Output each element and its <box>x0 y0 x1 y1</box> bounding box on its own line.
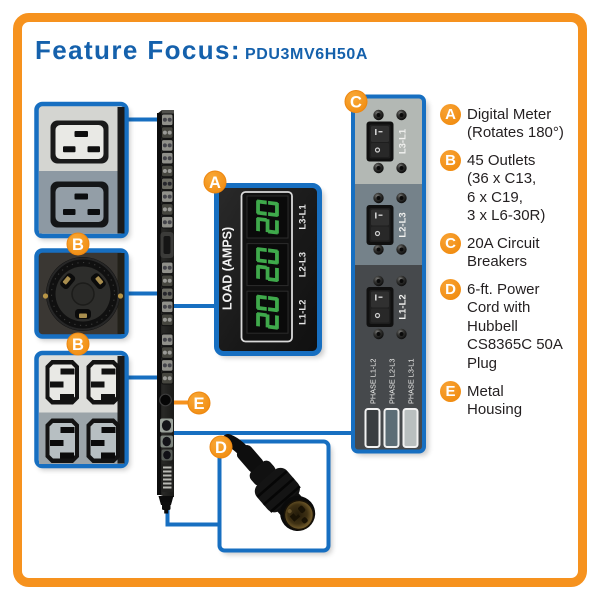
svg-text:PHASE L2-L3: PHASE L2-L3 <box>388 359 397 404</box>
svg-text:A: A <box>209 174 221 192</box>
svg-text:L1-L2: L1-L2 <box>398 294 409 319</box>
svg-text:L2-L3: L2-L3 <box>398 212 409 237</box>
svg-text:B: B <box>72 236 84 254</box>
svg-text:L1-L2: L1-L2 <box>298 300 309 325</box>
svg-text:E: E <box>193 395 204 413</box>
svg-text:B: B <box>72 336 84 354</box>
svg-text:PHASE L3-L1: PHASE L3-L1 <box>407 359 416 404</box>
svg-text:L2-L3: L2-L3 <box>298 252 309 277</box>
svg-text:LOAD (AMPS): LOAD (AMPS) <box>221 227 235 310</box>
svg-text:D: D <box>215 439 227 457</box>
svg-text:L3-L1: L3-L1 <box>298 204 309 230</box>
svg-text:C: C <box>350 93 362 111</box>
svg-text:PHASE L1-L2: PHASE L1-L2 <box>369 359 378 404</box>
svg-text:L3-L1: L3-L1 <box>398 128 409 154</box>
